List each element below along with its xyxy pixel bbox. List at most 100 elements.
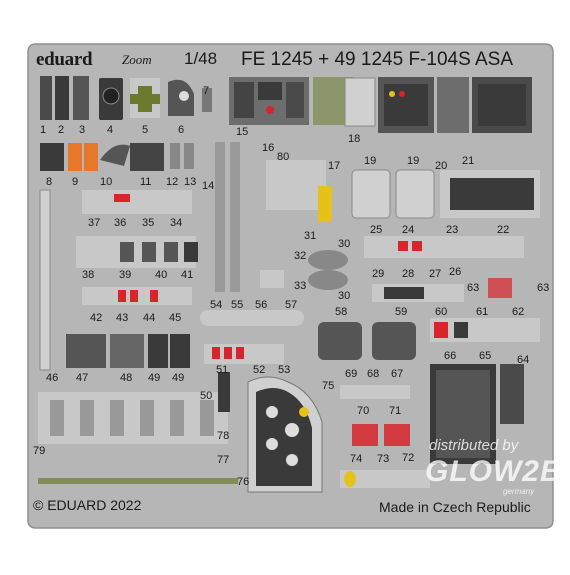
part-number: 34: [170, 217, 183, 229]
distributor-watermark: distributed by GLOW2B germany: [425, 437, 562, 497]
part-number: 63: [467, 282, 480, 294]
part-number: 4: [107, 124, 114, 136]
main-panel-76: [247, 376, 323, 493]
part-number: 19: [364, 155, 377, 167]
part-number: 43: [116, 312, 129, 324]
part-number: 3: [79, 124, 86, 136]
part-number: 56: [255, 299, 268, 311]
part-number: 73: [377, 453, 390, 465]
part-number: 46: [46, 372, 59, 384]
part-number: 57: [285, 299, 298, 311]
part-number: 41: [181, 269, 194, 281]
part-number: 80: [277, 151, 290, 163]
part-number: 20: [435, 160, 448, 172]
part-number: 50: [200, 390, 213, 402]
part-number: 21: [462, 155, 475, 167]
part-number: 61: [476, 306, 489, 318]
parts-42-49: [66, 287, 192, 368]
part-number: 7: [203, 85, 210, 97]
part-number: 49: [148, 372, 161, 384]
watermark-line-3: germany: [503, 487, 535, 496]
part-number: 37: [88, 217, 101, 229]
part-number: 12: [166, 176, 179, 188]
part-number: 39: [119, 269, 132, 281]
part-number: 26: [449, 266, 462, 278]
part-number: 63: [537, 282, 550, 294]
part-number: 9: [72, 176, 79, 188]
part-number: 32: [294, 250, 307, 262]
parts-19-20: [351, 169, 540, 219]
part-number: 18: [348, 133, 361, 145]
part-number: 42: [90, 312, 103, 324]
parts-34-41: [76, 190, 198, 268]
part-number: 48: [120, 372, 133, 384]
part-number: 38: [82, 269, 95, 281]
part-number: 25: [370, 224, 383, 236]
top-consoles: [229, 77, 532, 133]
part-number: 79: [33, 445, 46, 457]
part-number: 27: [429, 268, 442, 280]
part-number: 35: [142, 217, 155, 229]
part-number: 51: [216, 364, 229, 376]
brand-logo-text: eduard: [36, 49, 93, 70]
part-number: 77: [217, 454, 230, 466]
parts-51-63: [200, 310, 540, 364]
part-number: 8: [46, 176, 53, 188]
side-console-64: [430, 364, 524, 464]
part-number: 30: [338, 238, 351, 250]
part-number: 10: [100, 176, 113, 188]
watermark-logo: GLOW2B: [425, 455, 563, 488]
part-number: 31: [304, 230, 317, 242]
part-number: 71: [389, 405, 402, 417]
parts-22-29: [364, 236, 524, 302]
parts-8-13: [40, 143, 194, 171]
part-number: 70: [357, 405, 370, 417]
strip-15: [215, 142, 225, 292]
scale-label: 1/48: [184, 49, 218, 68]
part-number: 24: [402, 224, 415, 236]
part-number: 19: [407, 155, 420, 167]
origin-text: Made in Czech Republic: [379, 499, 531, 515]
part-number: 15: [236, 126, 249, 138]
part-number: 29: [372, 268, 385, 280]
parts-67-75: [340, 385, 430, 488]
part-number: 54: [210, 299, 223, 311]
part-number: 28: [402, 268, 415, 280]
zoom-logo-text: Zoom: [122, 52, 152, 67]
part-number: 33: [294, 280, 307, 292]
watermark-line-1: distributed by: [429, 437, 519, 454]
part-number: 65: [479, 350, 492, 362]
part-number: 67: [391, 368, 404, 380]
part-number: 6: [178, 124, 185, 136]
part-number: 62: [512, 306, 525, 318]
part-number: 14: [202, 180, 215, 192]
part-number: 55: [231, 299, 244, 311]
part-number: 66: [444, 350, 457, 362]
part-number: 58: [335, 306, 348, 318]
strip-15b: [230, 142, 240, 292]
part-number: 2: [58, 124, 65, 136]
part-number: 22: [497, 224, 510, 236]
part-number: 49: [172, 372, 185, 384]
part-number: 23: [446, 224, 459, 236]
part-number: 76: [237, 476, 250, 488]
parts-1-7: [40, 76, 212, 120]
part-number: 52: [253, 364, 266, 376]
part-number: 1: [40, 124, 47, 136]
part-number: 16: [262, 142, 275, 154]
parts-77-79: [38, 372, 238, 484]
part-number: 75: [322, 380, 335, 392]
part-number: 36: [114, 217, 127, 229]
part-number: 59: [395, 306, 408, 318]
part-number: 64: [517, 354, 530, 366]
copyright-text: © EDUARD 2022: [33, 497, 142, 513]
part-number: 17: [328, 160, 341, 172]
part-number: 11: [140, 176, 152, 188]
part-number: 72: [402, 452, 415, 464]
part-number: 68: [367, 368, 380, 380]
product-title: FE 1245 + 49 1245 F-104S ASA: [241, 49, 513, 70]
part-number: 69: [345, 368, 358, 380]
part-number: 53: [278, 364, 291, 376]
part-number: 78: [217, 430, 230, 442]
